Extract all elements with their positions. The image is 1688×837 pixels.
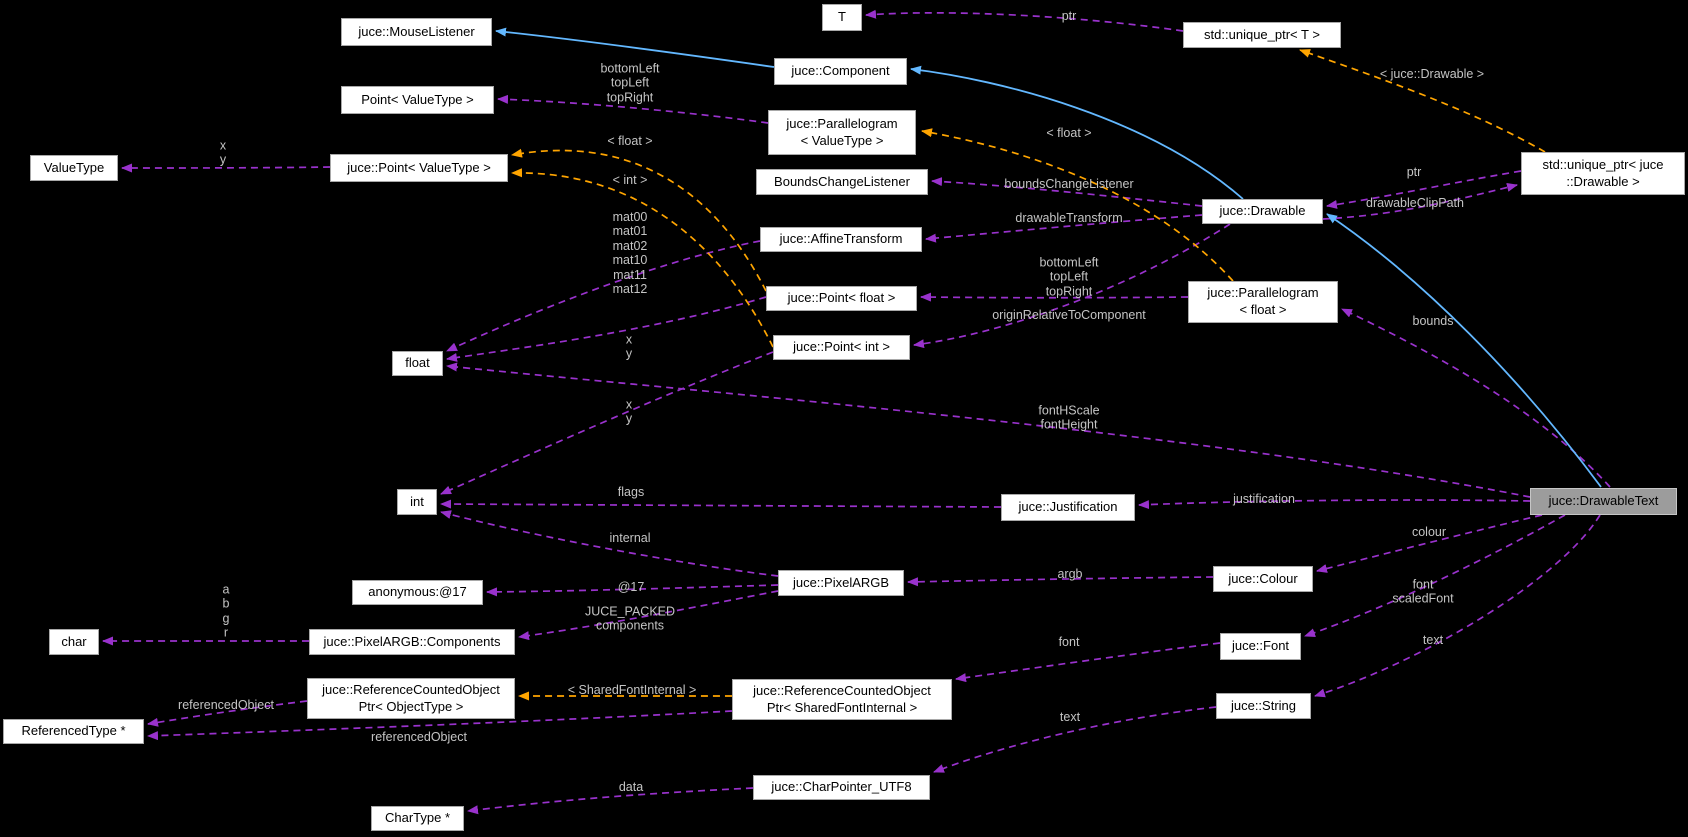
edge-label-tmpl-sharedfont: < SharedFontInternal > <box>567 682 697 697</box>
edge-label-justification: justification <box>1233 491 1295 506</box>
edge-label-pll-points-mid: bottomLeft topLeft topRight <box>1039 255 1099 299</box>
node-chartype[interactable]: CharType * <box>371 806 464 831</box>
edge-inherit-drawable-component <box>910 65 1244 200</box>
edge-label-drawable-transform: drawableTransform <box>1015 210 1123 225</box>
edge-drawable-transform <box>925 214 1203 243</box>
edge-label-text-bottom: text <box>1059 709 1081 724</box>
edge-at17 <box>486 584 779 597</box>
edge-xy-valuetype <box>121 163 331 173</box>
edge-colour <box>1316 514 1543 573</box>
edge-label-tmpl-point-int: < int > <box>612 172 648 187</box>
edge-label-pll-points-top: bottomLeft topLeft topRight <box>600 61 660 105</box>
edge-ptr-right <box>1326 170 1522 209</box>
node-bounds-change-listener[interactable]: BoundsChangeListener <box>756 169 928 195</box>
edge-label-ptr-right: ptr <box>1406 164 1422 179</box>
edge-xy-int <box>440 351 774 495</box>
node-mouse-listener[interactable]: juce::MouseListener <box>341 18 492 46</box>
edge-label-origin-rel: originRelativeToComponent <box>992 307 1146 322</box>
edge-bounds-change <box>931 177 1203 207</box>
edge-label-xy-float: x y <box>625 332 633 361</box>
edge-label-text-right: text <box>1422 632 1444 647</box>
edge-xy-float <box>446 296 767 362</box>
edge-justification <box>1138 499 1531 510</box>
node-unique-ptr-drawable[interactable]: std::unique_ptr< juce ::Drawable > <box>1521 152 1685 195</box>
node-parallelogram-valuetype[interactable]: juce::Parallelogram < ValueType > <box>768 110 916 155</box>
node-char-pointer-utf8[interactable]: juce::CharPointer_UTF8 <box>753 775 930 800</box>
edge-inherit-component-mouselistener <box>495 27 775 68</box>
edge-label-internal: internal <box>609 530 651 545</box>
node-ref-ptr-sharedfontinternal[interactable]: juce::ReferenceCountedObject Ptr< Shared… <box>732 679 952 720</box>
edge-tmpl-pll-float <box>921 128 1234 282</box>
node-ref-ptr-objecttype[interactable]: juce::ReferenceCountedObject Ptr< Object… <box>307 678 515 719</box>
edge-mats <box>446 240 761 352</box>
node-drawable-text: juce::DrawableText <box>1530 488 1677 515</box>
node-anonymous-17[interactable]: anonymous:@17 <box>352 580 483 605</box>
edge-flags <box>440 499 1002 509</box>
edge-label-referenced-object-1: referencedObject <box>178 697 274 712</box>
node-unique-ptr-t[interactable]: std::unique_ptr< T > <box>1183 22 1341 48</box>
node-point-valuetype[interactable]: Point< ValueType > <box>341 86 494 114</box>
node-drawable[interactable]: juce::Drawable <box>1202 199 1323 224</box>
edge-label-argb: argb <box>1057 566 1083 581</box>
edge-font-bottom <box>955 642 1221 683</box>
node-juce-point-valuetype[interactable]: juce::Point< ValueType > <box>330 154 508 182</box>
edge-label-bounds-change: boundsChangeListener <box>1004 176 1134 191</box>
edge-bounds <box>1341 308 1611 488</box>
edge-label-juce-packed: JUCE_PACKED components <box>584 604 676 633</box>
edge-label-referenced-object-2: referencedObject <box>371 729 467 744</box>
edge-tmpl-drawable <box>1299 49 1546 153</box>
edge-text-bottom <box>933 706 1217 773</box>
edge-tmpl-point-int <box>511 168 774 348</box>
edge-label-bounds: bounds <box>1412 313 1454 328</box>
node-justification[interactable]: juce::Justification <box>1001 494 1135 521</box>
edge-label-font-scaled: font scaledFont <box>1392 577 1454 606</box>
edge-label-abgr: a b g r <box>222 582 230 640</box>
edge-pll-points-top <box>497 94 769 124</box>
edge-label-tmpl-pll-float: < float > <box>1046 125 1092 140</box>
node-colour[interactable]: juce::Colour <box>1213 566 1313 592</box>
edge-label-colour: colour <box>1411 524 1447 539</box>
edge-label-mats: mat00 mat01 mat02 mat10 mat11 mat12 <box>612 209 648 296</box>
node-string[interactable]: juce::String <box>1216 693 1311 719</box>
edge-label-data: data <box>618 779 644 794</box>
node-point-float[interactable]: juce::Point< float > <box>766 286 917 311</box>
edge-label-xy-valuetype: x y <box>219 138 227 167</box>
edge-inherit-drawabletext-drawable <box>1326 213 1602 488</box>
edge-tmpl-point-float <box>511 148 767 292</box>
edge-origin-rel <box>913 223 1231 349</box>
node-char[interactable]: char <box>49 629 99 655</box>
edge-label-font-h: fontHScale fontHeight <box>1038 403 1100 432</box>
node-int[interactable]: int <box>397 489 437 515</box>
edge-referenced-object-2 <box>147 710 733 741</box>
node-font[interactable]: juce::Font <box>1220 633 1301 660</box>
node-pixel-argb[interactable]: juce::PixelARGB <box>778 570 904 596</box>
edge-pll-points-mid <box>920 292 1189 302</box>
node-point-int[interactable]: juce::Point< int > <box>773 335 910 360</box>
node-valuetype[interactable]: ValueType <box>30 155 118 181</box>
edge-ptr-top <box>865 9 1184 32</box>
edge-label-tmpl-drawable: < juce::Drawable > <box>1379 66 1485 81</box>
edge-font-h <box>446 362 1531 498</box>
edge-text-right <box>1314 514 1601 698</box>
node-t[interactable]: T <box>822 4 862 31</box>
node-affine-transform[interactable]: juce::AffineTransform <box>760 227 922 252</box>
edge-label-ptr-top: ptr <box>1061 8 1077 23</box>
edge-label-tmpl-point-float: < float > <box>607 133 653 148</box>
node-pixel-argb-components[interactable]: juce::PixelARGB::Components <box>309 629 515 655</box>
node-float[interactable]: float <box>392 351 443 376</box>
edge-juce-packed <box>518 590 779 641</box>
node-referenced-type[interactable]: ReferencedType * <box>3 719 144 744</box>
edge-label-flags: flags <box>617 484 645 499</box>
edge-label-drawable-clip-path: drawableClipPath <box>1366 195 1464 210</box>
node-parallelogram-float[interactable]: juce::Parallelogram < float > <box>1188 281 1338 323</box>
edge-argb <box>907 576 1214 587</box>
edge-label-xy-int: x y <box>625 397 633 426</box>
edge-internal <box>440 510 779 577</box>
edge-label-font-bottom: font <box>1058 634 1080 649</box>
edge-data <box>467 787 754 815</box>
node-component[interactable]: juce::Component <box>774 58 907 85</box>
edge-label-at17: @17 <box>617 579 645 594</box>
edge-drawable-clip-path <box>1322 183 1518 220</box>
